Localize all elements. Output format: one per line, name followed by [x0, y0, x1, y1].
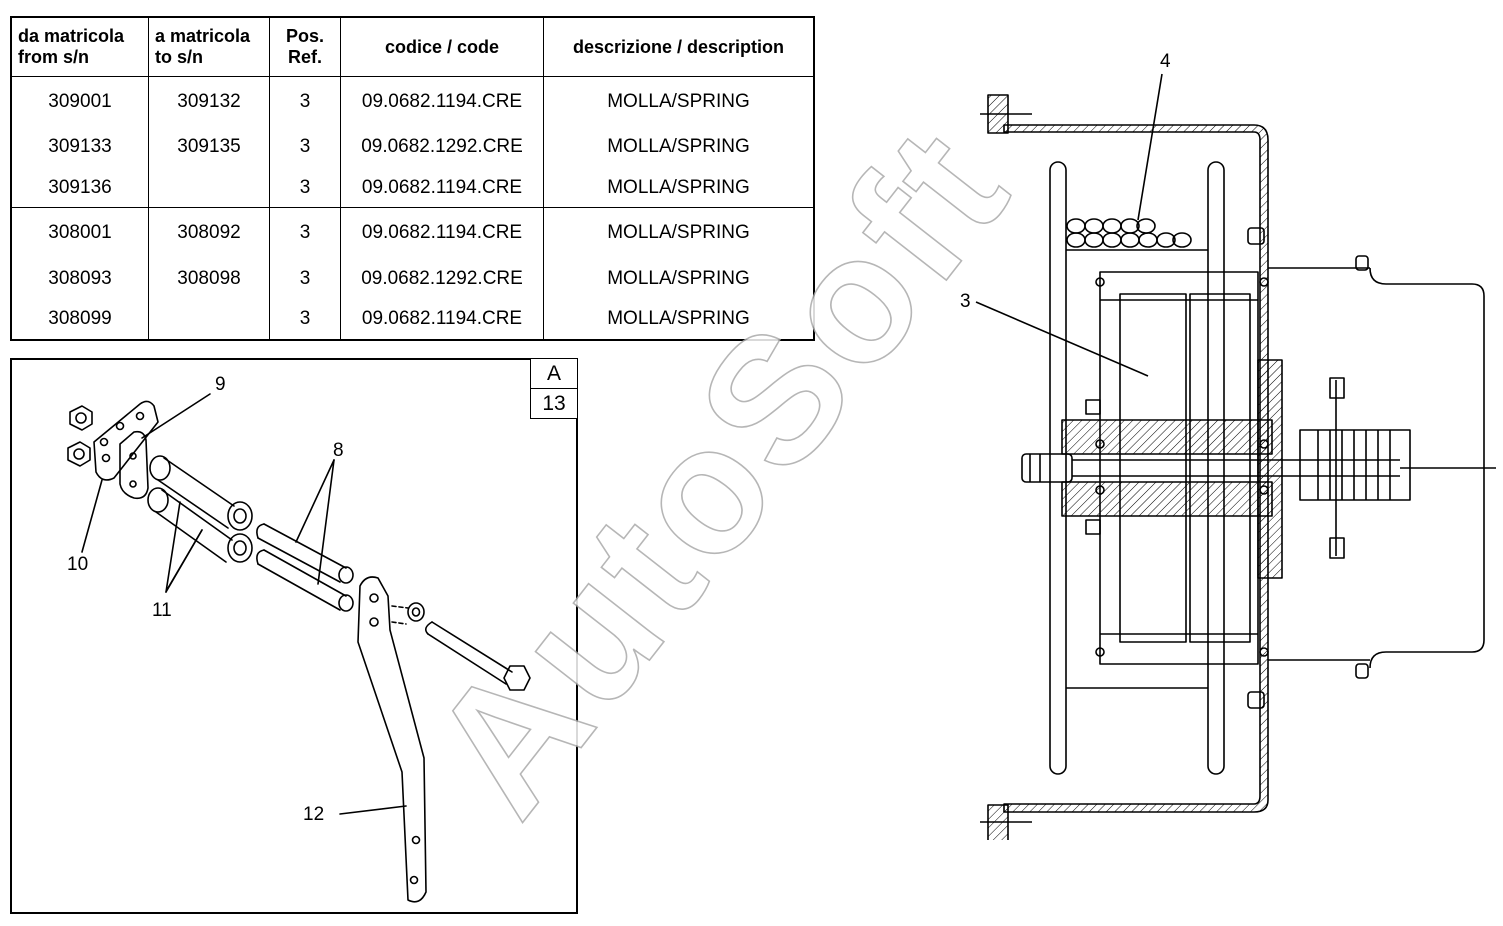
table-row: 308099 3 09.0682.1194.CRE MOLLA/SPRING: [10, 299, 815, 340]
cell-from: 309133: [10, 126, 149, 169]
bushing-lower-drawing: [147, 487, 253, 563]
cell-to: [148, 168, 270, 208]
washer-drawing: [407, 602, 425, 622]
mount-block-bottom: [980, 804, 1032, 840]
link-plate-drawing: [119, 430, 149, 500]
cell-pos: 3: [269, 257, 341, 300]
leader-3: [975, 301, 1149, 377]
hub-upper: [1061, 419, 1273, 455]
callout-4: 4: [1160, 51, 1171, 72]
cell-code: 09.0682.1292.CRE: [340, 257, 544, 300]
cell-to: 308098: [148, 257, 270, 300]
cell-code: 09.0682.1292.CRE: [340, 126, 544, 169]
cell-code: 09.0682.1194.CRE: [340, 207, 544, 258]
leader-10: [81, 479, 103, 553]
mounting-plate-drawing: [93, 400, 159, 481]
header-description: descrizione / description: [543, 16, 815, 77]
main-shaft: [1021, 453, 1496, 483]
mount-block-top: [980, 94, 1032, 134]
table-row: 309001 309132 3 09.0682.1194.CRE MOLLA/S…: [10, 76, 815, 127]
callout-9: 9: [215, 374, 226, 395]
leader-12: [339, 805, 407, 815]
cell-code: 09.0682.1194.CRE: [340, 299, 544, 340]
hose-coil-drawing: [1066, 218, 1192, 248]
cell-description: MOLLA/SPRING: [543, 126, 815, 169]
cell-code: 09.0682.1194.CRE: [340, 168, 544, 208]
detail-tag-number: 13: [530, 388, 578, 419]
reel-flange-left: [1049, 161, 1067, 775]
table-header-row: da matricola from s/n a matricola to s/n…: [10, 16, 815, 77]
leader-8: [295, 459, 335, 543]
table-row: 308093 308098 3 09.0682.1292.CRE MOLLA/S…: [10, 257, 815, 300]
bushing-upper-drawing: [149, 455, 253, 531]
table-row: 309136 3 09.0682.1194.CRE MOLLA/SPRING: [10, 168, 815, 208]
cell-description: MOLLA/SPRING: [543, 207, 815, 258]
pin-upper-drawing: [256, 523, 354, 584]
housing-cover: [1003, 124, 1269, 813]
cell-from: 308001: [10, 207, 149, 258]
cell-pos: 3: [269, 207, 341, 258]
callout-10: 10: [67, 554, 89, 575]
cell-pos: 3: [269, 126, 341, 169]
pin-lower-drawing: [256, 549, 354, 612]
header-to-sn: a matricola to s/n: [148, 16, 270, 77]
cell-to: 309132: [148, 76, 270, 127]
cell-to: [148, 299, 270, 340]
cell-from: 309001: [10, 76, 149, 127]
callout-12: 12: [303, 804, 325, 825]
exploded-view-drawing: [67, 393, 531, 903]
cell-from: 308099: [10, 299, 149, 340]
cell-code: 09.0682.1194.CRE: [340, 76, 544, 127]
section-view-drawing: [975, 73, 1496, 840]
bolt-markers: [1085, 227, 1369, 709]
cell-pos: 3: [269, 76, 341, 127]
bolt-drawing: [424, 621, 531, 691]
callout-8: 8: [333, 440, 344, 461]
cell-to: 308092: [148, 207, 270, 258]
outer-bracket: [1369, 267, 1485, 669]
lever-arm-drawing: [357, 576, 427, 903]
hex-nut-lower-icon: [67, 441, 91, 467]
header-from-sn: da matricola from s/n: [10, 16, 149, 77]
cell-description: MOLLA/SPRING: [543, 299, 815, 340]
leader-9: [141, 393, 211, 439]
table-row: 309133 309135 3 09.0682.1292.CRE MOLLA/S…: [10, 126, 815, 169]
cell-from: 309136: [10, 168, 149, 208]
cell-from: 308093: [10, 257, 149, 300]
parts-table: da matricola from s/n a matricola to s/n…: [10, 16, 815, 341]
spring-drum: [1099, 271, 1259, 665]
cell-description: MOLLA/SPRING: [543, 168, 815, 208]
reel-flange-right: [1207, 161, 1225, 775]
header-pos-ref: Pos. Ref.: [269, 16, 341, 77]
header-code: codice / code: [340, 16, 544, 77]
cell-pos: 3: [269, 168, 341, 208]
hub-lower: [1061, 481, 1273, 517]
cell-to: 309135: [148, 126, 270, 169]
hub-flange: [1257, 359, 1283, 579]
swivel-joint: [1299, 377, 1411, 559]
cell-description: MOLLA/SPRING: [543, 76, 815, 127]
cell-description: MOLLA/SPRING: [543, 257, 815, 300]
detail-inset-a: A 13: [10, 358, 578, 914]
detail-tag-letter: A: [530, 358, 578, 389]
callout-11: 11: [152, 600, 172, 621]
callout-3: 3: [960, 291, 971, 312]
hex-nut-upper-icon: [69, 405, 93, 431]
table-row: 308001 308092 3 09.0682.1194.CRE MOLLA/S…: [10, 207, 815, 258]
cell-pos: 3: [269, 299, 341, 340]
leader-4: [1137, 73, 1163, 221]
